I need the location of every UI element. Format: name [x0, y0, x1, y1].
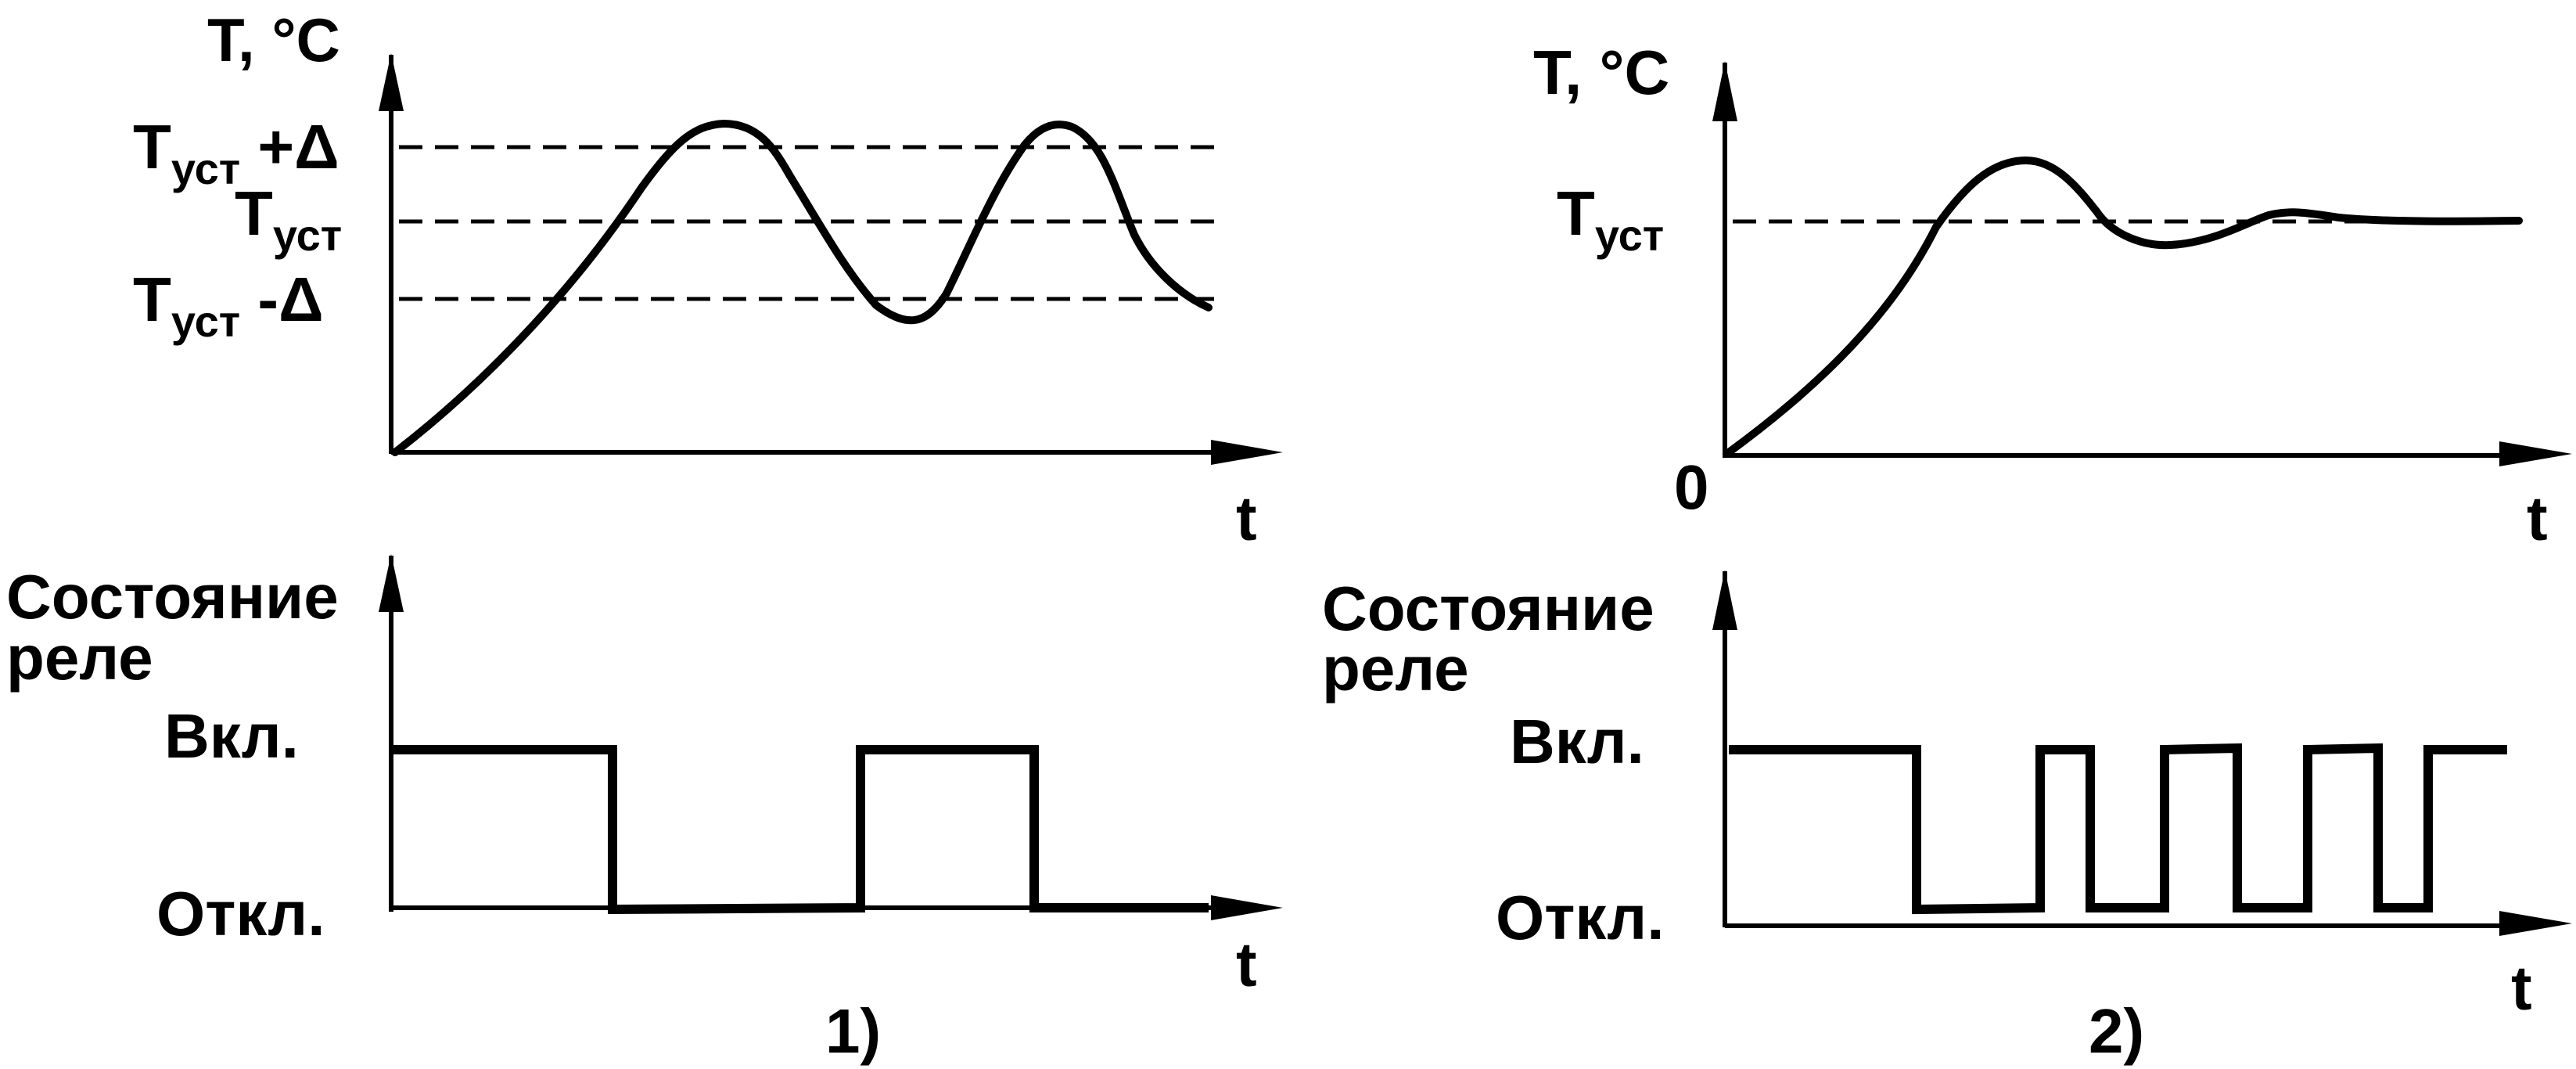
- diagram2-temp-x-arrow: [2499, 441, 2572, 466]
- diagram2-relay-axis-label-line1: Состояние: [1322, 574, 1654, 643]
- diagram2-temp-y-arrow: [1712, 61, 1737, 121]
- diagram2-relay-on-label: Вкл.: [1510, 707, 1644, 776]
- diagram1-temperature-graph: T, °C Tуст +Δ Tуст Tуст -Δ t: [133, 5, 1283, 553]
- diagram2-temperature-graph: T, °C Tуст 0 t: [1533, 38, 2572, 553]
- diagram2-origin-label: 0: [1674, 452, 1709, 522]
- diagram1-time-label: t: [1236, 484, 1257, 553]
- diagram2-relay-y-arrow: [1712, 570, 1737, 630]
- diagram2-caption: 2): [2089, 996, 2144, 1066]
- diagram1-relay-y-arrow: [379, 554, 404, 612]
- diagram2-relay-x-arrow: [2499, 911, 2572, 936]
- diagram1-setpoint-label: Tуст: [235, 178, 342, 260]
- diagram1-relay-x-arrow: [1211, 895, 1283, 920]
- diagram2-relay-signal: [1729, 743, 2507, 915]
- diagram2-temp-axis-label: T, °C: [1533, 38, 1669, 107]
- diagram1-lower-level-label: Tуст -Δ: [133, 265, 324, 346]
- diagram1-temp-axis-label: T, °C: [207, 5, 340, 74]
- diagram1-relay-signal: [393, 745, 1209, 915]
- diagram2-setpoint-label: Tуст: [1557, 178, 1664, 260]
- diagram2-temperature-curve: [1725, 157, 2523, 456]
- diagram2-relay-time-label: t: [2511, 953, 2532, 1023]
- diagram1-relay-axis-label-line2: реле: [6, 623, 153, 693]
- diagram1-relay-axis-label-line1: Состояние: [6, 562, 339, 632]
- diagram1-relay-time-label: t: [1236, 930, 1257, 999]
- diagram1-caption: 1): [825, 996, 881, 1066]
- diagram2-relay-axis-label-line2: реле: [1322, 634, 1469, 704]
- diagram2-relay-off-label: Откл.: [1496, 883, 1664, 952]
- diagram1-temp-x-arrow: [1211, 440, 1283, 465]
- diagram1-relay-graph: Состояние реле Вкл. Откл. t 1): [6, 554, 1283, 1066]
- diagram2-time-label: t: [2527, 484, 2548, 553]
- diagram2-relay-graph: Состояние реле Вкл. Откл. t 2): [1322, 570, 2572, 1066]
- diagram1-relay-off-label: Откл.: [156, 879, 325, 948]
- diagram1-relay-on-label: Вкл.: [164, 701, 299, 771]
- diagram1-temp-y-arrow: [379, 53, 404, 111]
- diagram1-upper-level-label: Tуст +Δ: [133, 112, 340, 193]
- diagram1-temperature-curve: [391, 120, 1213, 456]
